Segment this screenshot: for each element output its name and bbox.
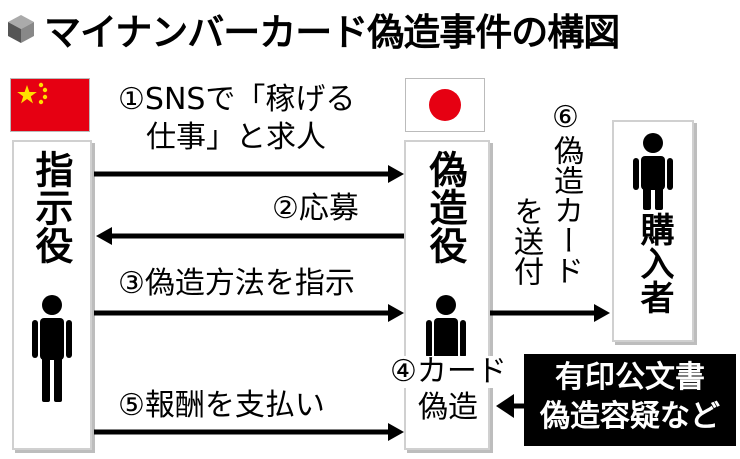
china-flag-stars-icon [17, 82, 48, 105]
suspicion-line-2: 偽造容疑など [540, 399, 720, 434]
step-6-col-2: を送付 [508, 196, 543, 286]
suspicion-line-1: 有印公文書 [555, 360, 705, 395]
arrow-5-pay [94, 423, 404, 441]
instructor-label: 指示役 [29, 150, 73, 264]
buyer-label: 購入者 [634, 212, 674, 314]
step-6-col-1: ⑥偽造カード [548, 100, 583, 285]
japan-flag [405, 78, 485, 132]
forger-label: 偽造役 [423, 150, 467, 264]
step-4-line-2: 偽造 [418, 390, 478, 425]
step-3-label: ③偽造方法を指示 [118, 266, 355, 301]
step-1-line-2: 仕事」と求人 [146, 120, 326, 155]
step-4-line-1: ④カード [388, 354, 509, 389]
title-row: マイナンバーカード偽造事件の構図 [6, 4, 620, 54]
step-2-label: ②応募 [272, 191, 359, 226]
arrow-2-apply [96, 227, 404, 245]
cube-icon [8, 15, 34, 43]
china-flag [10, 78, 90, 132]
step-5-label: ⑤報酬を支払い [118, 388, 325, 423]
suspicion-box: 有印公文書 偽造容疑など [524, 354, 736, 446]
step-1-line-1: ①SNSで「稼げる [118, 82, 356, 117]
japan-flag-circle-icon [429, 89, 461, 121]
arrow-3-instruct [94, 304, 404, 322]
arrow-to-suspicion [496, 394, 524, 418]
diagram-title: マイナンバーカード偽造事件の構図 [44, 11, 620, 54]
arrow-6-send-card [490, 304, 610, 322]
arrow-1-recruit [94, 165, 404, 183]
